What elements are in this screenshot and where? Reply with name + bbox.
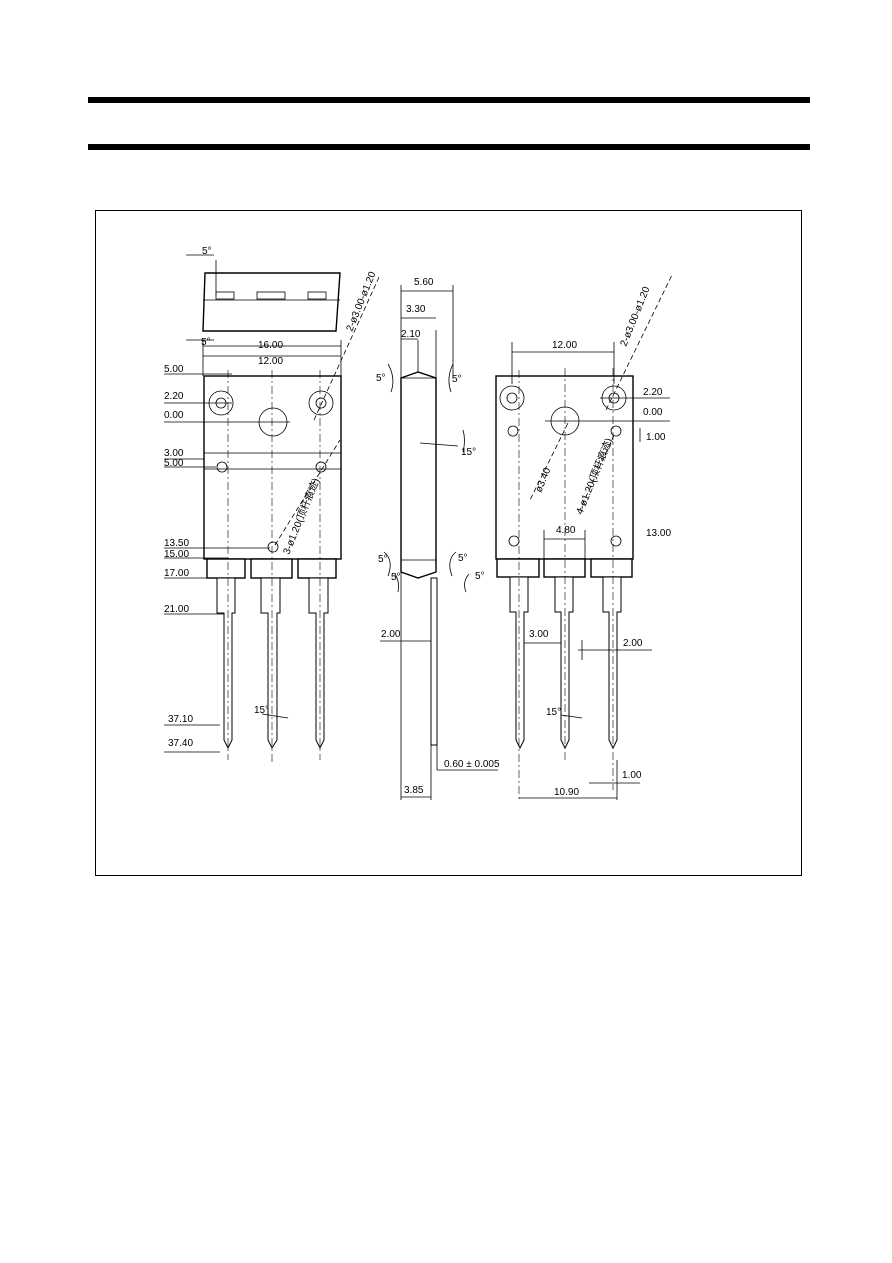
lead-base-2 xyxy=(250,558,293,579)
front-h37-4-label: 37.40 xyxy=(168,738,193,749)
lead-2 xyxy=(260,577,281,750)
top-slot-middle xyxy=(256,291,286,300)
side-lead-width-label: 2.00 xyxy=(381,629,401,640)
side-body xyxy=(400,371,437,579)
side-angle-bottom-left-label: 5° xyxy=(378,554,388,565)
top-slot-left xyxy=(215,291,235,300)
header-rule-bottom xyxy=(88,144,810,150)
back-width-1-label: 1.00 xyxy=(622,770,642,781)
back-h1-label: 1.00 xyxy=(646,432,666,443)
front-h2-2-label: 2.20 xyxy=(164,391,184,402)
front-h13-5-label: 13.50 xyxy=(164,538,189,549)
front-h3-label: 3.00 xyxy=(164,448,184,459)
side-angle-top-right-label: 5° xyxy=(452,374,462,385)
back-mounting-hole-left xyxy=(499,385,525,411)
front-h5-label: 5.00 xyxy=(164,364,184,375)
back-h0-label: 0.00 xyxy=(643,407,663,418)
drawing-frame xyxy=(95,210,802,876)
top-slot-right xyxy=(307,291,327,300)
front-width-16-label: 16.00 xyxy=(258,340,283,351)
side-width-3-3-label: 3.30 xyxy=(406,304,426,315)
side-angle-mid-label: 15° xyxy=(461,447,476,458)
front-h15-label: 15.00 xyxy=(164,549,189,560)
back-lead-base-3 xyxy=(590,558,633,578)
front-h17-label: 17.00 xyxy=(164,568,189,579)
back-width-10-9-label: 10.90 xyxy=(554,787,579,798)
side-angle-bottom-left2-label: 5° xyxy=(391,572,401,583)
back-hole-note: 2-ø3.00-ø1.20 xyxy=(619,285,653,348)
back-view: 12.00 2-ø3.00-ø1.20 2.20 0.00 1.00 ø3.40… xyxy=(495,274,673,800)
side-lead-thickness-label: 0.60 ± 0.005 xyxy=(444,759,500,770)
side-width-5-6-label: 5.60 xyxy=(414,277,434,288)
lead-base-3 xyxy=(297,558,337,579)
side-angle-top-left-label: 5° xyxy=(376,373,386,384)
side-angle-bottom-right-label: 5° xyxy=(458,553,468,564)
lead-base-1 xyxy=(206,558,246,579)
front-angle-top-label: 5° xyxy=(202,246,212,257)
back-h2-2-label: 2.20 xyxy=(643,387,663,398)
front-h5b-label: 5.00 xyxy=(164,458,184,469)
back-width-12-label: 12.00 xyxy=(552,340,577,351)
side-angle-bottom-right2-label: 5° xyxy=(475,571,485,582)
back-lead-angle-label: 15° xyxy=(546,707,561,718)
back-width-3-label: 3.00 xyxy=(529,629,549,640)
back-width-2-label: 2.00 xyxy=(623,638,643,649)
lead-3 xyxy=(308,577,329,750)
back-width-4-8-label: 4.80 xyxy=(556,525,576,536)
header-rule-top xyxy=(88,97,810,103)
front-hole-note: 2-ø3.00-ø1.20 xyxy=(345,270,379,333)
front-width-12-label: 12.00 xyxy=(258,356,283,367)
back-lead-3 xyxy=(602,576,622,750)
lead-1 xyxy=(216,577,236,750)
front-lead-angle-label: 15° xyxy=(254,705,269,716)
side-width-3-85-label: 3.85 xyxy=(404,785,424,796)
front-view: 5° 5° 16.00 12.00 5.00 2.20 0.00 3.00 5.… xyxy=(164,246,381,765)
front-body xyxy=(203,375,342,560)
front-h0-label: 0.00 xyxy=(164,410,184,421)
front-h21-label: 21.00 xyxy=(164,604,189,615)
back-lead-base-1 xyxy=(496,558,540,578)
top-plan-view xyxy=(202,272,341,332)
side-view: 5.60 3.30 2.10 5° 5° 15° 5° 5° 5° 5° 2.0… xyxy=(376,277,500,800)
side-lead xyxy=(430,577,438,746)
mounting-hole-right xyxy=(308,390,334,416)
front-h37-1-label: 37.10 xyxy=(168,714,193,725)
side-width-2-1-label: 2.10 xyxy=(401,329,421,340)
front-angle-bottom-label: 5° xyxy=(201,337,211,348)
back-h13-label: 13.00 xyxy=(646,528,671,539)
back-lead-base-2 xyxy=(543,558,586,578)
back-lead-2 xyxy=(554,576,574,750)
